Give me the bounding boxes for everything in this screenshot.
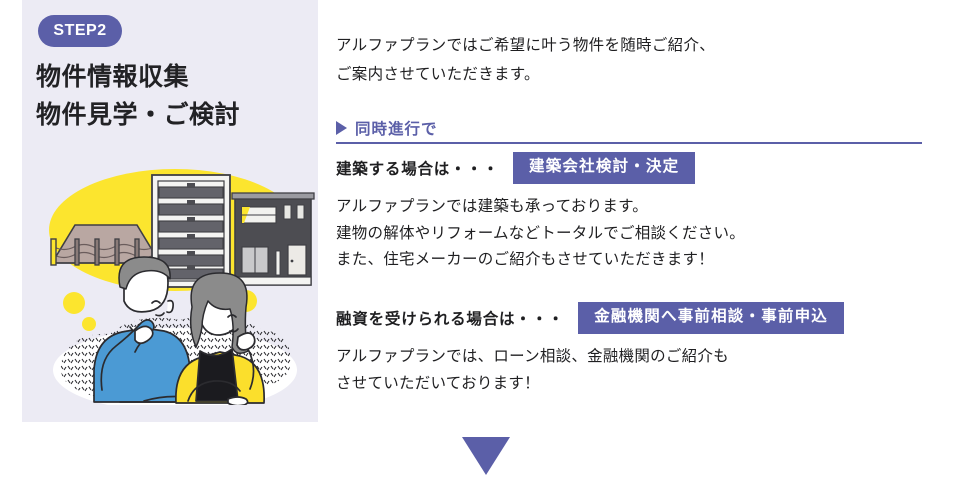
loan-body-line-2: させていただいております！ bbox=[336, 374, 540, 392]
loan-body-line-1: アルファプランでは、ローン相談、金融機関のご紹介も bbox=[336, 348, 729, 365]
build-body-line-1: アルファプランでは建築も承っております。 bbox=[336, 198, 649, 215]
loan-section-lead: 融資を受けられる場合は・・・ bbox=[336, 310, 565, 328]
content-card: アルファプランではご希望に叶う物件を随時ご紹介、 ご案内させていただきます。 同… bbox=[318, 10, 940, 406]
detached-house bbox=[231, 192, 315, 286]
build-section-lead: 建築する場合は・・・ bbox=[336, 160, 500, 178]
triangle-down-icon bbox=[462, 437, 510, 475]
step-title-line-1: 物件情報収集 bbox=[36, 63, 190, 91]
build-section-tag: 建築会社検討・決定 bbox=[513, 152, 696, 184]
triangle-right-icon bbox=[336, 121, 347, 135]
intro-line-2: ご案内させていただきます。 bbox=[336, 65, 540, 83]
step-title-line-2: 物件見学・ご検討 bbox=[36, 101, 241, 129]
loan-section-heading: 融資を受けられる場合は・・・ 金融機関へ事前相談・事前申込 bbox=[336, 302, 845, 334]
step-badge-label: STEP2 bbox=[53, 22, 107, 39]
page-title: 物件情報収集 物件見学・ご検討 bbox=[36, 58, 306, 134]
step-panel: STEP2 物件情報収集 物件見学・ご検討 bbox=[22, 0, 318, 422]
man-thinking bbox=[93, 256, 193, 403]
intro-line-1: アルファプランではご希望に叶う物件を随時ご紹介、 bbox=[336, 37, 716, 54]
woman-thinking bbox=[175, 272, 265, 405]
loan-section-body: アルファプランでは、ローン相談、金融機関のご紹介も させていただいております！ bbox=[336, 344, 729, 397]
parallel-heading-label: 同時進行で bbox=[355, 121, 438, 138]
build-body-line-2: 建物の解体やリフォームなどトータルでご相談ください。 bbox=[336, 224, 746, 242]
couple-considering-properties-illustration bbox=[49, 169, 315, 405]
loan-section-tag: 金融機関へ事前相談・事前申込 bbox=[578, 302, 845, 334]
build-body-line-3: また、住宅メーカーのご紹介もさせていただきます！ bbox=[336, 251, 715, 269]
step-badge: STEP2 bbox=[38, 15, 122, 47]
parallel-heading: 同時進行で bbox=[336, 114, 922, 144]
intro-text: アルファプランではご希望に叶う物件を随時ご紹介、 ご案内させていただきます。 bbox=[336, 32, 715, 89]
build-section-body: アルファプランでは建築も承っております。 建物の解体やリフォームなどトータルでご… bbox=[336, 194, 745, 274]
build-section-heading: 建築する場合は・・・ 建築会社検討・決定 bbox=[336, 152, 696, 184]
